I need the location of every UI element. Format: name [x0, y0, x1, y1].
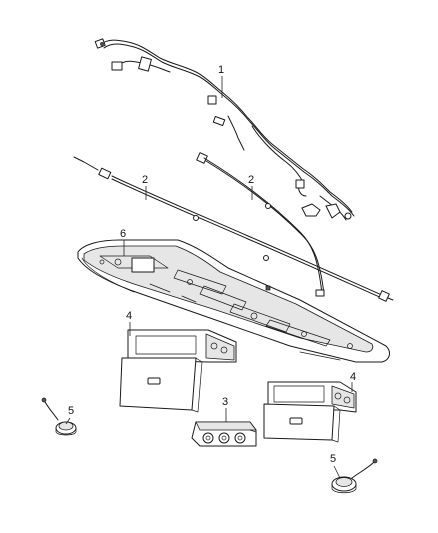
callout-4-right: 4	[350, 371, 356, 383]
cable-left	[73, 156, 394, 302]
wiring-harness	[94, 38, 355, 221]
cable-right	[196, 152, 325, 297]
callout-6: 6	[120, 228, 126, 240]
speaker-right	[331, 458, 378, 494]
callout-3: 3	[222, 396, 228, 408]
callout-2-right: 2	[248, 174, 254, 186]
video-screen-left	[119, 329, 237, 413]
callout-5-right: 5	[330, 453, 336, 465]
video-screen-right	[263, 381, 357, 443]
leader-lines	[65, 76, 353, 479]
overhead-console	[77, 239, 390, 363]
callout-4-left: 4	[126, 310, 132, 322]
callout-5-left: 5	[68, 405, 74, 417]
switch-bank	[191, 421, 257, 447]
speaker-left	[41, 397, 77, 436]
callout-1: 1	[218, 64, 224, 76]
callout-2-left: 2	[142, 174, 148, 186]
